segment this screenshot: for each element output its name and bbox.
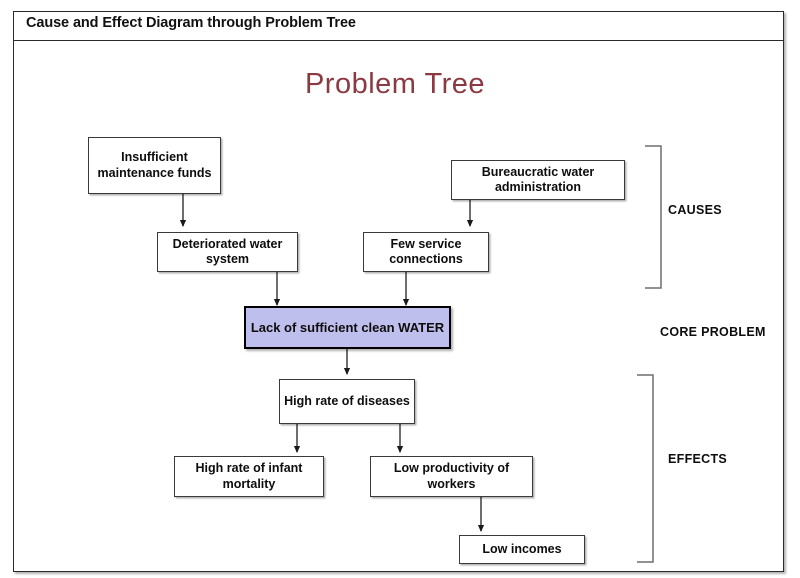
effects-bracket xyxy=(637,374,654,563)
node-bureaucratic-water-administration[interactable]: Bureaucratic water administration xyxy=(451,160,625,200)
node-low-productivity-of-workers[interactable]: Low productivity of workers xyxy=(370,456,533,497)
node-low-incomes[interactable]: Low incomes xyxy=(459,535,585,564)
node-few-service-connections[interactable]: Few service connections xyxy=(363,232,489,272)
causes-bracket xyxy=(645,145,662,289)
side-label-effects: EFFECTS xyxy=(668,452,728,466)
node-insufficient-maintenance-funds[interactable]: Insufficient maintenance funds xyxy=(88,137,221,194)
node-high-rate-of-infant-mortality[interactable]: High rate of infant mortality xyxy=(174,456,324,497)
node-lack-of-sufficient-clean-water[interactable]: Lack of sufficient clean WATER xyxy=(244,306,451,349)
side-label-core-problem: CORE PROBLEM xyxy=(660,325,766,339)
node-high-rate-of-diseases[interactable]: High rate of diseases xyxy=(279,379,415,424)
page-title: Cause and Effect Diagram through Problem… xyxy=(26,15,356,31)
side-label-causes: CAUSES xyxy=(668,203,722,217)
node-deteriorated-water-system[interactable]: Deteriorated water system xyxy=(157,232,298,272)
diagram-title: Problem Tree xyxy=(304,68,486,100)
header-divider xyxy=(13,40,784,41)
